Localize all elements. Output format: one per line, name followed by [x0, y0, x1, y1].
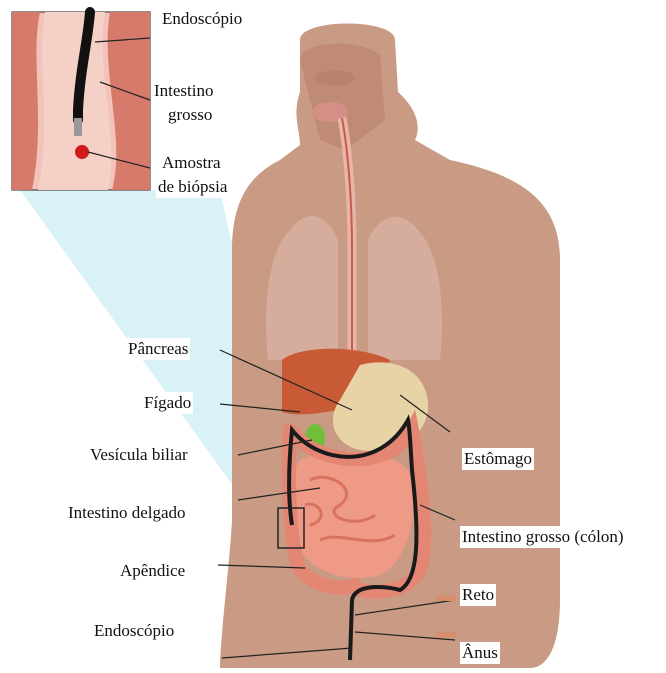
label-appendix: Apêndice	[118, 560, 187, 582]
label-inset-biopsy-line1: Amostra	[160, 152, 223, 174]
label-small-intestine: Intestino delgado	[66, 502, 188, 524]
label-inset-biopsy-line2: de biópsia	[156, 176, 229, 198]
label-inset-large-intestine-line1: Intestino	[152, 80, 216, 102]
label-pancreas: Pâncreas	[126, 338, 190, 360]
label-endoscope: Endoscópio	[92, 620, 176, 642]
nasal-cavity	[315, 70, 355, 86]
inset-intestine-wall-left	[12, 12, 40, 190]
biopsy-sample-icon	[75, 145, 89, 159]
label-inset-large-intestine-line2: grosso	[166, 104, 214, 126]
label-gallbladder: Vesícula biliar	[88, 444, 190, 466]
label-anus: Ânus	[460, 642, 500, 664]
label-colon: Intestino grosso (cólon)	[460, 526, 625, 548]
label-inset-endoscope: Endoscópio	[160, 8, 244, 30]
label-stomach: Estômago	[462, 448, 534, 470]
label-rectum: Reto	[460, 584, 496, 606]
small-intestine	[291, 452, 413, 578]
label-liver: Fígado	[142, 392, 193, 414]
